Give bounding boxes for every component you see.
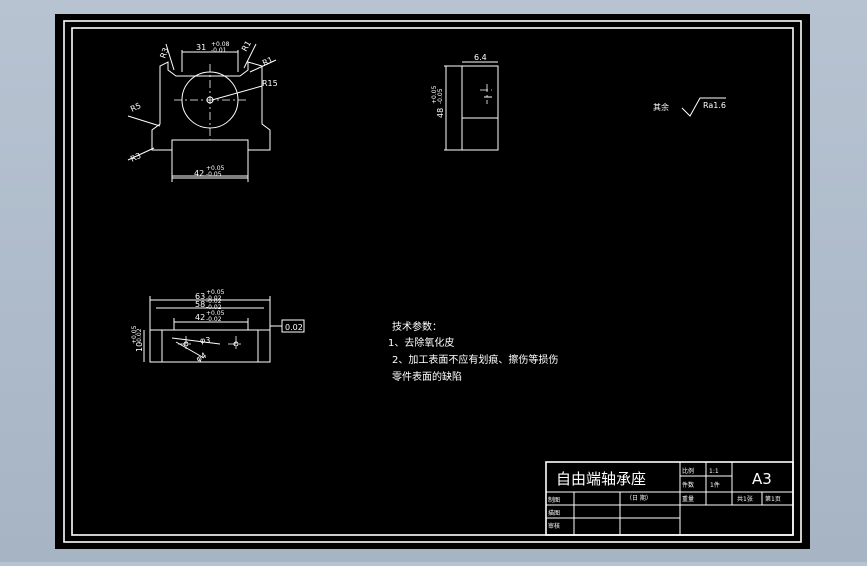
radius-label-r1-b: R1 [261,55,274,68]
dim-side-height: 48 [436,108,445,118]
date-label: （日 期） [626,494,652,502]
check-label: 审核 [548,522,560,530]
technical-notes: 技术参数： 1、去除氧化皮 2、加工表面不应有划痕、擦伤等损伤 零件表面的缺陷 [388,320,558,383]
design-label: 描图 [548,509,560,517]
dim-top-d1: 63 [195,292,205,301]
dim-top-width-tol-upper: +0.08 [211,41,230,48]
side-view: 6.4 48 +0.05 -0.05 [431,53,499,151]
dim-top-d2-tol-lower: -0.02 [206,304,222,311]
dim-top-d3-tol-lower: -0.02 [206,316,222,323]
dim-top-width: 31 [196,43,206,52]
part-name: 自由端轴承座 [556,470,646,488]
inner-border [71,27,794,536]
title-block: 自由端轴承座 比例 1:1 件数 1件 A3 制图 （日 期） 重量 共1张 第… [545,461,794,536]
note-item-3: 零件表面的缺陷 [392,370,462,383]
radius-label-r3-bottom: R3 [129,151,142,164]
dim-top-d1-tol-upper: +0.05 [206,289,225,296]
outer-frame [63,20,802,543]
radius-label-r15: R15 [262,79,278,88]
hole-large-label: φ4 [195,351,208,364]
dim-top-d3-tol-upper: +0.05 [206,310,225,317]
dim-top-d1-tol-lower: -0.02 [206,295,222,302]
qty-value: 1件 [710,481,720,489]
qty-label: 件数 [682,481,694,489]
radius-label-r5: R5 [129,101,142,114]
dim-top-width-tol-lower: -0.01 [211,47,227,54]
sheet-size: A3 [752,470,772,488]
sheet-number: 第1页 [765,495,781,503]
roughness-value: Ra1.6 [703,101,726,110]
front-view: 31 +0.08 -0.01 42 +0.05 -0.05 R3 R1 R1 R… [127,39,278,182]
drawn-label: 制图 [548,496,560,504]
roughness-label: 其余 [653,102,669,112]
scale-value: 1:1 [709,468,719,475]
sheets-total: 共1张 [737,495,753,503]
dim-top-d2-tol-upper: -0.02 [206,298,222,305]
dim-bottom-width-tol-lower: -0.05 [206,171,222,178]
surface-roughness-note: 其余 Ra1.6 [653,97,726,117]
radius-label-r3-top: R3 [158,46,170,59]
dim-top-d2: 58 [195,300,205,309]
dim-top-left-tol-lower: -0.02 [136,328,143,344]
notes-title: 技术参数： [392,320,442,333]
dim-top-left: 10 [135,342,144,352]
dim-side-width: 6.4 [474,53,487,62]
weight-label: 重量 [682,495,694,503]
dim-top-left-tol-upper: +0.05 [131,325,138,344]
top-view: 63 +0.05 -0.02 58 -0.02 -0.02 42 +0.05 -… [131,289,305,364]
note-item-1: 1、去除氧化皮 [388,336,454,349]
drawing-background [55,14,810,549]
dim-side-height-tol-upper: +0.05 [431,85,438,104]
dim-bottom-width: 42 [194,169,204,178]
dim-top-d3: 42 [195,313,205,322]
dim-bottom-width-tol-upper: +0.05 [206,165,225,172]
dim-side-height-tol-lower: -0.05 [437,88,444,104]
note-item-2: 2、加工表面不应有划痕、擦伤等损伤 [392,353,558,366]
hole-small-label: φ3 [200,336,210,345]
tolerance-frame-value: 0.02 [285,323,303,332]
scale-label: 比例 [682,467,694,475]
